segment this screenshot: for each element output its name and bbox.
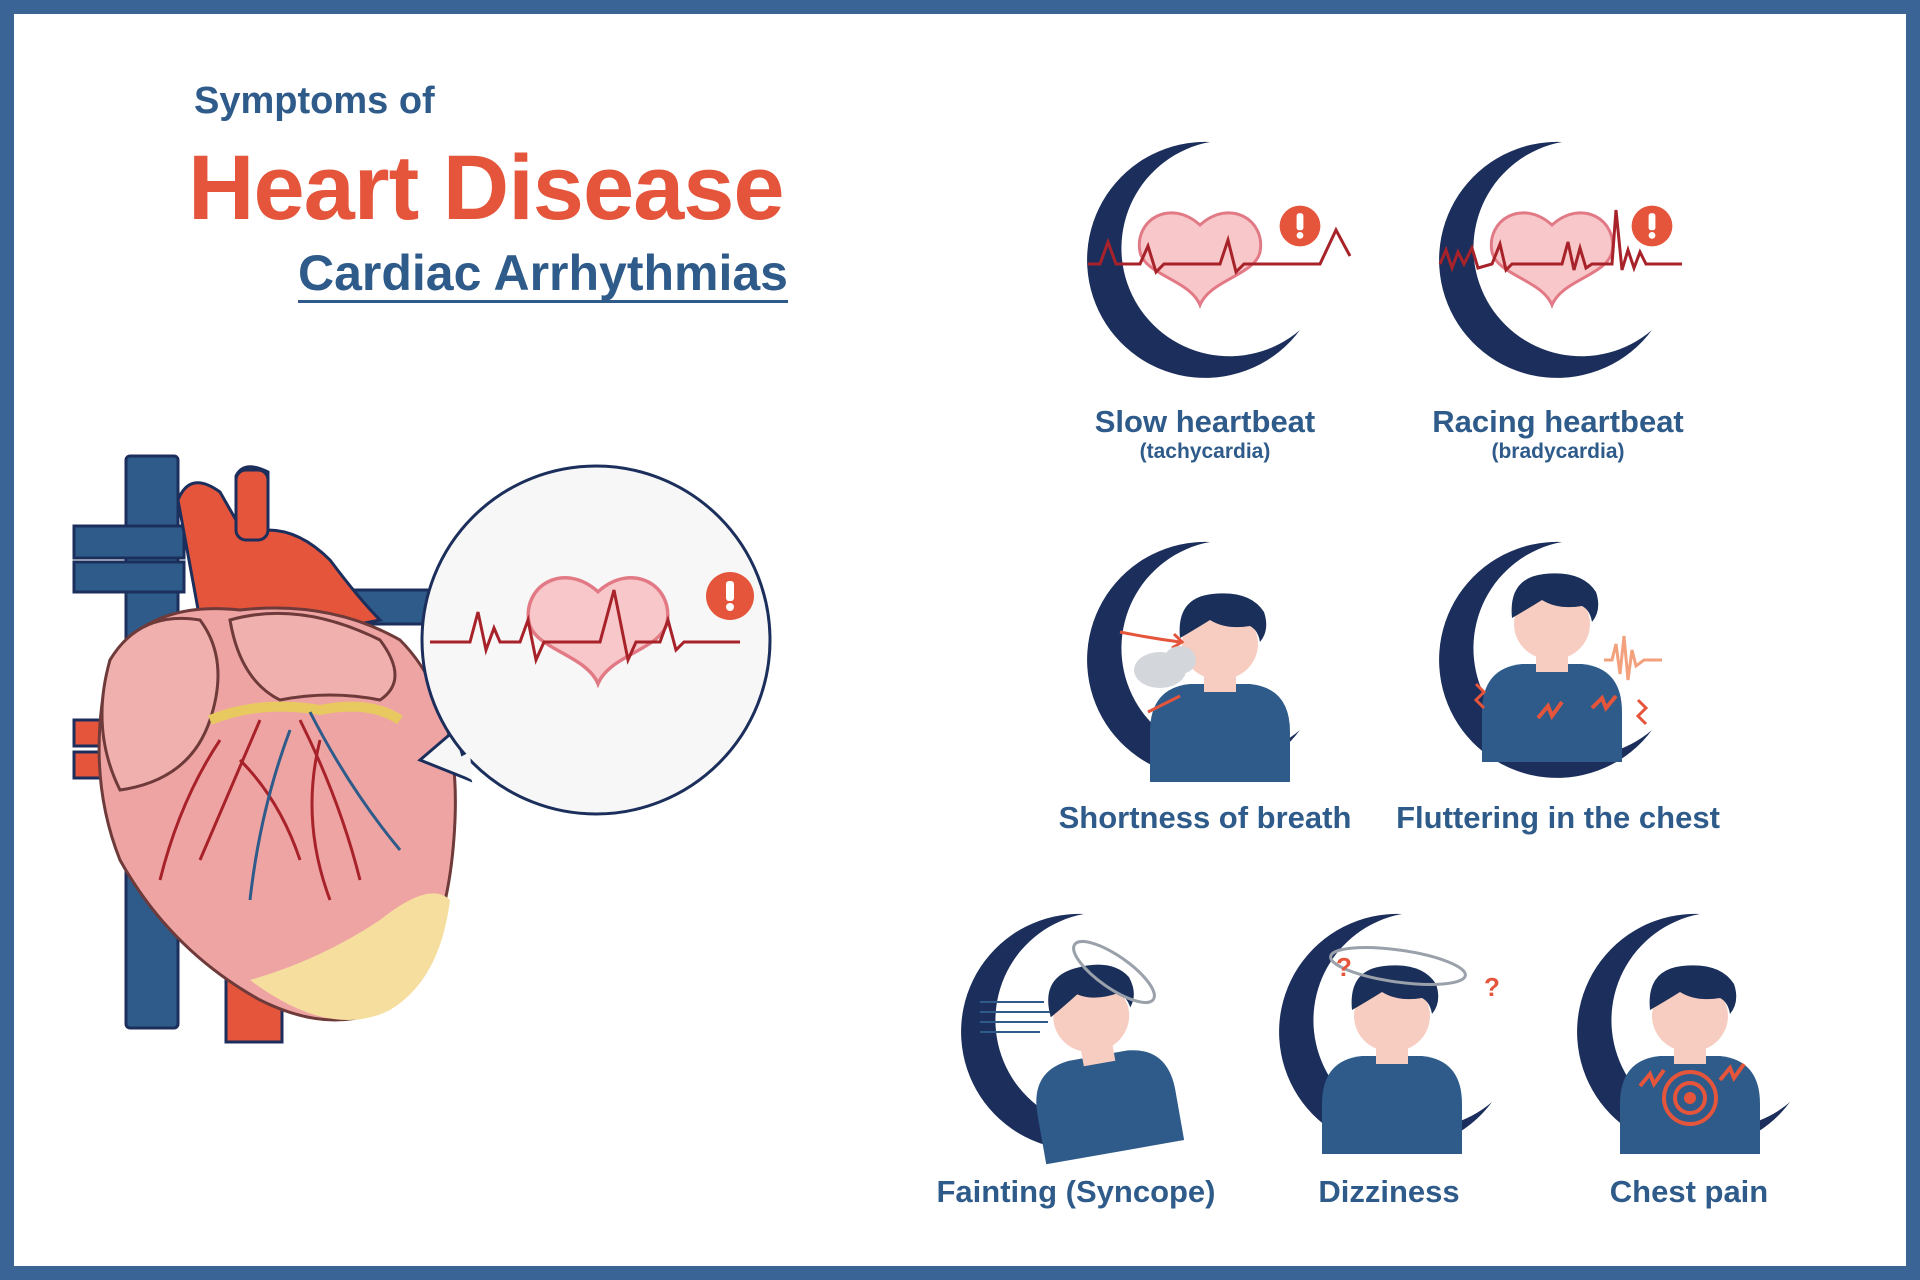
symptom-label-dizziness: Dizziness — [1318, 1174, 1460, 1209]
anatomical-heart-illustration — [72, 454, 457, 1044]
breathing-person-icon — [1087, 541, 1300, 782]
symptom-label-slow-heartbeat: Slow heartbeat — [1094, 404, 1316, 439]
svg-text:?: ? — [1484, 972, 1500, 1002]
ecg-callout-bubble — [417, 464, 772, 816]
fainting-person-icon — [961, 913, 1185, 1165]
symptom-label-racing-heartbeat: Racing heartbeat — [1432, 404, 1684, 439]
heart-ecg-icon — [1087, 141, 1352, 378]
symptom-label-fainting: Fainting (Syncope) — [936, 1174, 1216, 1209]
symptom-note-slow-heartbeat: (tachycardia) — [1139, 440, 1271, 463]
page-title: Heart Disease — [188, 137, 785, 239]
page-subtitle: Cardiac Arrhythmias — [298, 245, 788, 301]
symptom-label-shortness-of-breath: Shortness of breath — [1058, 800, 1352, 835]
svg-text:?: ? — [1336, 952, 1352, 982]
title-prefix: Symptoms of — [194, 80, 435, 122]
symptom-note-racing-heartbeat: (bradycardia) — [1491, 440, 1625, 463]
chest-pain-person-icon — [1577, 913, 1790, 1154]
symptom-label-chest-pain: Chest pain — [1609, 1174, 1769, 1209]
heart-ecg-fast-icon — [1438, 141, 1682, 378]
dizzy-person-icon: ? ? — [1279, 913, 1500, 1154]
symptom-label-fluttering: Fluttering in the chest — [1396, 800, 1720, 835]
chest-flutter-person-icon — [1439, 541, 1662, 778]
